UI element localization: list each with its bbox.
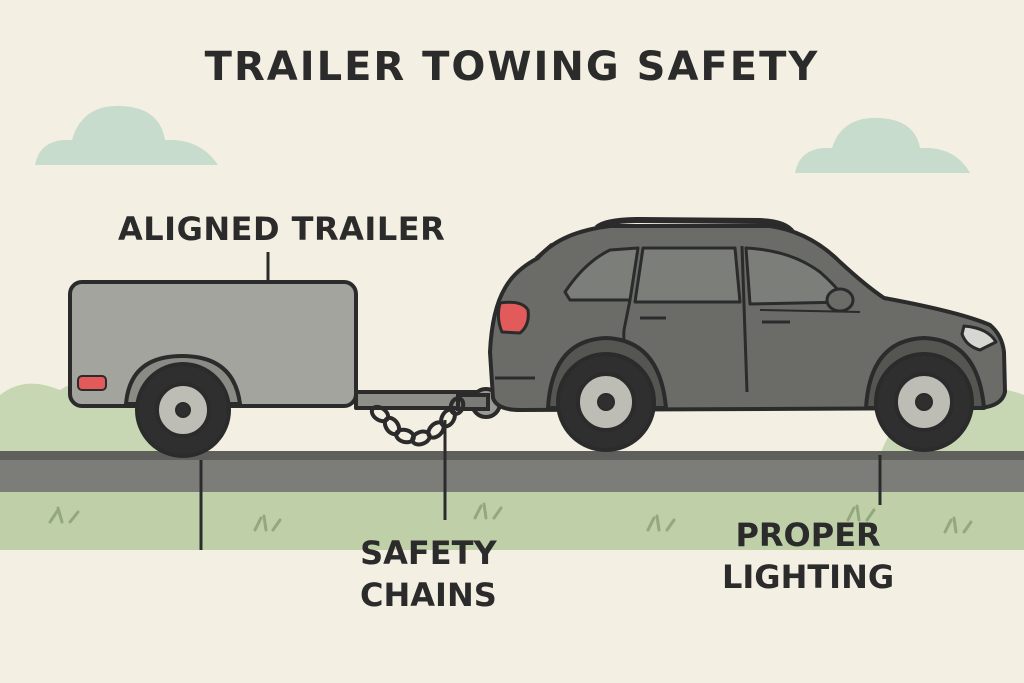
label-aligned-trailer: ALIGNED TRAILER: [118, 210, 445, 248]
diagram-title: TRAILER TOWING SAFETY: [0, 44, 1024, 90]
label-safety-chains: SAFETY CHAINS: [360, 532, 497, 616]
cloud-left: [35, 106, 218, 165]
road-shoulder: [0, 460, 1024, 492]
car-tail-light: [498, 302, 528, 333]
label-proper-lighting: PROPER LIGHTING: [722, 514, 894, 598]
cloud-right: [795, 118, 970, 173]
suv: [490, 220, 1005, 450]
label-proper-lighting-line1: PROPER: [722, 514, 894, 556]
label-safety-chains-line1: SAFETY: [360, 532, 497, 574]
side-mirror: [827, 289, 853, 311]
road: [0, 451, 1024, 460]
label-proper-lighting-line2: LIGHTING: [722, 556, 894, 598]
trailer-tail-light: [78, 376, 106, 390]
label-safety-chains-line2: CHAINS: [360, 574, 497, 616]
